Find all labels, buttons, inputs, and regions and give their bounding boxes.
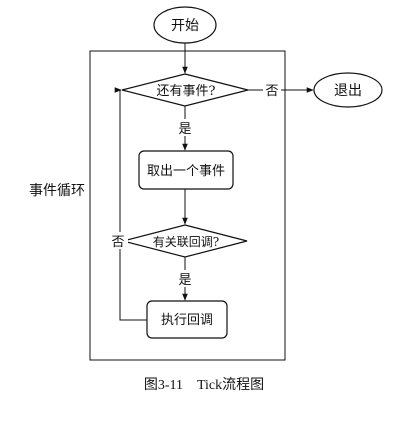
- branch-yes-1-label: 是: [178, 122, 191, 137]
- edge-loop-back: [114, 87, 147, 321]
- branch-yes-2-label: 是: [178, 273, 191, 288]
- figure-caption: 图3-11 Tick流程图: [143, 378, 265, 393]
- branch-no-exit-label: 否: [265, 84, 278, 99]
- decision-callback-label: 有关联回调?: [153, 235, 219, 249]
- decision-has-events-label: 还有事件?: [157, 84, 216, 99]
- start-label: 开始: [171, 18, 199, 34]
- take-event-box: [138, 150, 234, 190]
- exit-label: 退出: [334, 83, 362, 99]
- event-loop-container: [89, 50, 286, 361]
- take-event-label: 取出一个事件: [147, 164, 225, 179]
- execute-callback-label: 执行回调: [161, 313, 213, 328]
- exit-node: [313, 72, 383, 108]
- event-loop-label: 事件循环: [29, 183, 85, 199]
- branch-no-loop-label: 否: [111, 235, 124, 250]
